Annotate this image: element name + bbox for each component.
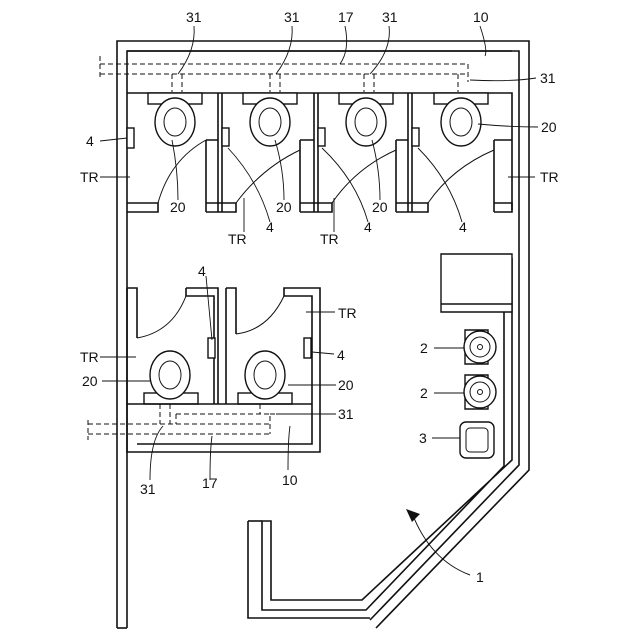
- toilet-icon: [238, 351, 292, 404]
- main-pipe-upper-ext: [458, 64, 468, 90]
- toilet-label: 20: [276, 199, 292, 215]
- upper-stall-partition-2: [314, 93, 318, 212]
- main-pipe-upper: [100, 56, 468, 80]
- main-pipe-label: 17: [202, 475, 218, 491]
- door-lock-label: 4: [459, 219, 467, 235]
- door-lock-icon: [304, 338, 311, 358]
- upper-door-arc-2: [236, 150, 300, 203]
- door-lock-icon: [318, 128, 325, 146]
- toilet-icon: [148, 93, 202, 146]
- door-lock-label: 4: [364, 219, 372, 235]
- entry-arrow-head: [406, 509, 420, 522]
- door-lock-icon: [412, 128, 419, 146]
- toilet-label: 20: [170, 199, 186, 215]
- toilet-room-label: TR: [80, 169, 99, 185]
- sink-label: 3: [419, 430, 427, 446]
- lower-door-arc-1: [137, 296, 186, 338]
- urinal-label: 2: [420, 340, 428, 356]
- toilet-label: 20: [82, 373, 98, 389]
- pipe-label: 31: [140, 481, 156, 497]
- upper-door-arc-1: [158, 140, 206, 203]
- door-lock-label: 4: [198, 263, 206, 279]
- urinal-label: 2: [420, 385, 428, 401]
- main-pipe-label: 17: [338, 9, 354, 25]
- entry-arrow-icon: [412, 513, 470, 575]
- upper-door-arc-4: [428, 150, 494, 203]
- pipe-label: 31: [186, 9, 202, 25]
- upper-stall-partition-3: [408, 93, 412, 212]
- door-lock-icon: [208, 338, 215, 358]
- lower-door-arc-2: [236, 296, 284, 334]
- toilet-icon: [339, 93, 393, 146]
- pipe-label: 31: [382, 9, 398, 25]
- upper-door-arc-3: [332, 150, 396, 203]
- door-lock-icon: [127, 128, 134, 148]
- toilet-label: 20: [541, 119, 557, 135]
- toilet-room-label: TR: [320, 231, 339, 247]
- sink-icon: [460, 422, 494, 458]
- wall-label: 10: [282, 472, 298, 488]
- toilet-room-label: TR: [80, 349, 99, 365]
- inner-partition-front: [248, 521, 370, 618]
- main-pipe-lower: [88, 404, 270, 440]
- building-label: 1: [476, 569, 484, 585]
- toilet-icon: [243, 93, 297, 146]
- pipe-label: 31: [540, 70, 556, 86]
- upper-door-jambs: [206, 140, 512, 212]
- pipe-label: 31: [284, 9, 300, 25]
- toilet-label: 20: [372, 199, 388, 215]
- toilet-label: 20: [338, 377, 354, 393]
- branch-pipe-upper-1: [172, 74, 182, 92]
- door-lock-label: 4: [337, 347, 345, 363]
- toilet-room-label: TR: [338, 305, 357, 321]
- urinal-icon: [464, 375, 496, 409]
- door-lock-label: 4: [266, 219, 274, 235]
- upper-stall-partition-1: [218, 93, 222, 212]
- door-lock-label: 4: [86, 133, 94, 149]
- toilet-icon: [144, 351, 198, 404]
- branch-pipe-upper-3: [364, 74, 374, 92]
- door-lock-icon: [222, 128, 229, 146]
- wall-label: 10: [473, 9, 489, 25]
- toilet-icon: [434, 93, 488, 146]
- urinal-icon: [464, 330, 496, 364]
- toilet-room-label: TR: [540, 169, 559, 185]
- pipe-label: 31: [338, 406, 354, 422]
- branch-pipe-upper-2: [270, 74, 280, 92]
- toilet-room-label: TR: [228, 231, 247, 247]
